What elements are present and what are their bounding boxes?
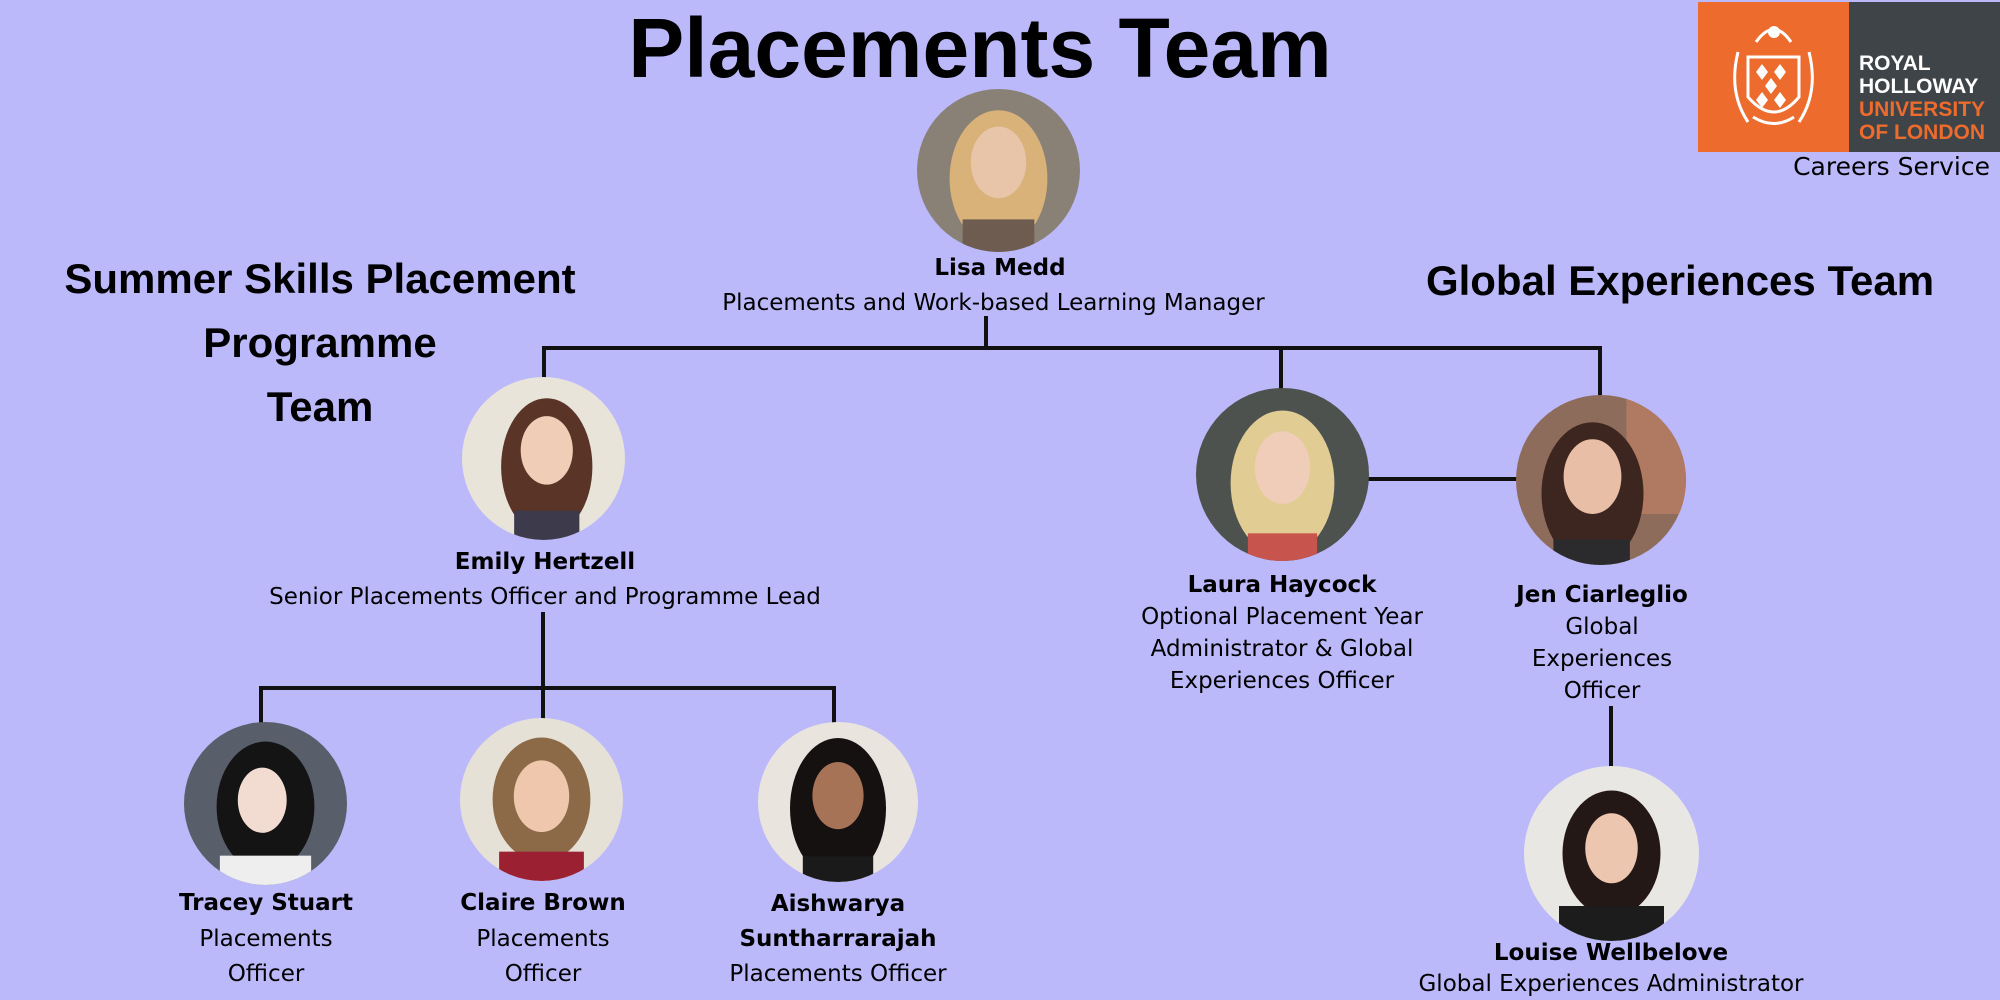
careers-service-label: Careers Service xyxy=(1793,152,1990,181)
person-role-jen: Global Experiences Officer xyxy=(1531,614,1673,704)
avatar xyxy=(184,722,347,885)
avatar xyxy=(460,718,623,881)
person-role-tracey: Placements Officer xyxy=(199,926,333,987)
avatar xyxy=(1524,766,1699,941)
page-title: Placements Team xyxy=(628,1,1332,95)
wordmark-university: UNIVERSITY xyxy=(1859,98,1986,121)
person-name-claire: Claire Brown xyxy=(460,890,626,916)
wordmark-royal: ROYAL xyxy=(1859,52,1931,75)
crest-icon xyxy=(1733,26,1814,125)
avatar xyxy=(917,89,1080,252)
avatar xyxy=(1196,388,1369,561)
avatar xyxy=(758,722,918,882)
person-name-jen: Jen Ciarleglio xyxy=(1516,582,1688,608)
avatar xyxy=(462,377,625,540)
crest-panel xyxy=(1698,2,1849,152)
person-role-aishwarya: Placements Officer xyxy=(729,961,947,987)
royal-holloway-logo: ROYAL HOLLOWAY UNIVERSITY OF LONDON xyxy=(1698,2,2000,152)
person-role-emily: Senior Placements Officer and Programme … xyxy=(269,584,821,610)
person-role-lisa: Placements and Work-based Learning Manag… xyxy=(722,290,1265,316)
person-name-aishwarya: Aishwarya Suntharrarajah xyxy=(739,891,937,952)
person-name-louise: Louise Wellbelove xyxy=(1493,940,1729,966)
summer-team-heading: Summer Skills Placement Programme Team xyxy=(64,255,576,430)
person-role-louise: Global Experiences Administrator xyxy=(1418,971,1804,997)
person-role-claire: Placements Officer xyxy=(476,926,610,987)
global-team-heading: Global Experiences Team xyxy=(1425,257,1935,304)
person-name-laura: Laura Haycock xyxy=(1187,572,1377,598)
wordmark-holloway: HOLLOWAY xyxy=(1859,75,1979,98)
avatar xyxy=(1516,395,1686,565)
person-name-lisa: Lisa Medd xyxy=(934,255,1066,281)
person-name-emily: Emily Hertzell xyxy=(454,549,636,575)
wordmark-panel: ROYAL HOLLOWAY UNIVERSITY OF LONDON xyxy=(1849,2,2000,152)
person-name-tracey: Tracey Stuart xyxy=(178,890,354,916)
wordmark-of-london: OF LONDON xyxy=(1859,121,1985,144)
person-role-laura: Optional Placement Year Administrator & … xyxy=(1141,604,1423,694)
